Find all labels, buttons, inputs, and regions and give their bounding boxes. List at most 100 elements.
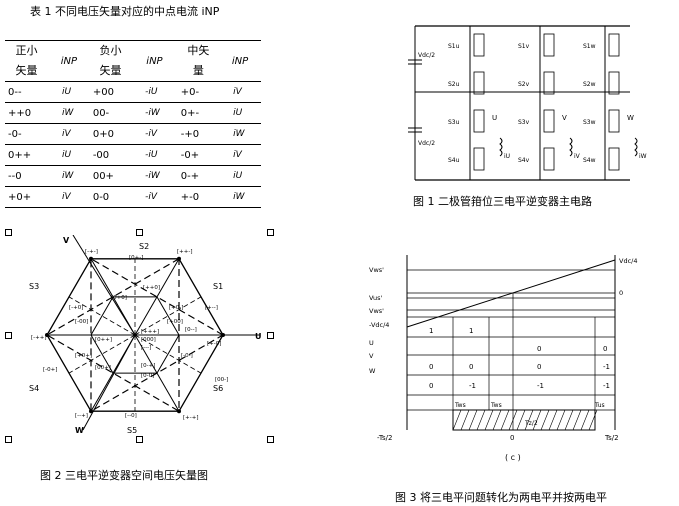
switch-label: S2w [583, 81, 596, 88]
switch-label: S4w [583, 157, 596, 164]
fig1-caption: 图 1 二极管箝位三电平逆变器主电路 [413, 195, 592, 208]
v-state: 0 [537, 363, 541, 371]
igbt-switch [608, 147, 620, 171]
u-state: 1 [429, 327, 433, 335]
table-cell: iU [219, 165, 261, 187]
tws-label-2: Tws [490, 402, 502, 409]
axis-w-label: W [75, 426, 84, 435]
w-state: -1 [469, 382, 476, 390]
v-state: 0 [429, 363, 433, 371]
vector-label: [+--] [205, 305, 218, 311]
table-cell: iW [47, 102, 90, 124]
table-cell: -iV [131, 186, 178, 208]
phase-label: U [492, 114, 497, 122]
table-cell: 0+- [177, 102, 220, 124]
fig2-handle-ml[interactable] [5, 332, 12, 339]
sector-label: S2 [139, 242, 149, 251]
vector-label: [++0] [143, 285, 160, 291]
igbt-switch [543, 71, 555, 95]
mid-vector [68, 334, 136, 374]
tus-label: Tus [594, 402, 605, 409]
vector-label: [-+-] [85, 249, 98, 255]
table-cell: iW [47, 165, 90, 187]
current-label: iU [504, 153, 510, 160]
vector-label: [---] [141, 345, 151, 351]
carrier-ramp [406, 259, 616, 328]
vector-label: [-0-] [181, 353, 193, 359]
table-cell: 0-- [5, 81, 48, 103]
igbt-switch [473, 109, 485, 133]
table-cell: iV [219, 81, 261, 103]
current-label: iW [639, 153, 647, 160]
header-inp-3: iNP [219, 40, 261, 82]
igbt-switch [608, 33, 620, 57]
fig2-handle-bl[interactable] [5, 436, 12, 443]
fig2-space-vector: UVWS1S2S3S4S5S6[-+-][0+-][++-][++0][+0-]… [29, 235, 262, 435]
v-state: -1 [603, 363, 610, 371]
vdc-bot-label: Vdc/2 [418, 140, 435, 147]
w-state: 0 [429, 382, 433, 390]
left-label: U [369, 339, 374, 347]
vector-label: [-00] [75, 319, 88, 325]
right-label-vdc: Vdc/4 [619, 257, 637, 265]
vector-label: [0+0] [111, 295, 127, 301]
table-cell: iV [47, 123, 90, 145]
switch-label: S1u [448, 43, 460, 50]
fig2-handle-br[interactable] [267, 436, 274, 443]
table-row: 0++iU-00-iU-0+iV [5, 144, 261, 166]
left-label: Vws' [369, 266, 384, 274]
vector-label: [-0+] [43, 367, 57, 373]
vertex-dot [45, 333, 49, 337]
table-cell: 0-+ [177, 165, 220, 187]
vector-label: [-++] [31, 335, 47, 341]
sub-label: ( c ) [505, 453, 521, 462]
igbt-switch [543, 147, 555, 171]
vector-label: [+++] [141, 329, 159, 335]
vector-label: [+0+] [75, 353, 92, 359]
tws-label: Tws [454, 402, 466, 409]
x-label-zero: 0 [510, 434, 514, 442]
v-state: 0 [469, 363, 473, 371]
table-cell: iW [219, 186, 261, 208]
table-cell: --0 [5, 165, 48, 187]
inductor [499, 137, 503, 157]
u-state: 1 [469, 327, 473, 335]
fig2-handle-bc[interactable] [136, 436, 143, 443]
vector-label: [+00] [167, 319, 183, 325]
table-caption: 表 1 不同电压矢量对应的中点电流 iNP [30, 5, 220, 18]
switch-label: S4v [518, 157, 530, 164]
table-cell: iU [219, 102, 261, 124]
vector-label: [++-] [177, 249, 193, 255]
table-cell: 00+ [89, 165, 132, 187]
table-cell: -0- [5, 123, 48, 145]
current-label: iV [574, 153, 581, 160]
fig2-caption: 图 2 三电平逆变器空间电压矢量图 [40, 469, 208, 482]
fig2-handle-tc[interactable] [136, 229, 143, 236]
fig2-handle-mr[interactable] [267, 332, 274, 339]
vector-label: [0+-] [129, 255, 143, 261]
fig2-handle-tl[interactable] [5, 229, 12, 236]
igbt-switch [543, 109, 555, 133]
header-inp-2: iNP [131, 40, 178, 82]
mid-vector [134, 334, 202, 374]
w-state: -1 [603, 382, 610, 390]
inductor [634, 137, 638, 157]
table-cell: +-0 [177, 186, 220, 208]
u-state: 0 [603, 345, 607, 353]
u-state: 0 [537, 345, 541, 353]
switch-label: S1v [518, 43, 530, 50]
sector-label: S3 [29, 282, 39, 291]
igbt-switch [473, 33, 485, 57]
hatched-zone [452, 409, 596, 431]
vector-label: [-+0] [69, 305, 83, 311]
igbt-switch [473, 71, 485, 95]
switch-label: S3w [583, 119, 596, 126]
table-cell: +00 [89, 81, 132, 103]
fig2-handle-tr[interactable] [267, 229, 274, 236]
fig1-circuit: Vdc/2 Vdc/2 S1uS2uS3uS4uUiUS1vS2vS3vS4vV… [408, 25, 647, 181]
x-label-pos: Ts/2 [604, 434, 619, 442]
axis-w [82, 334, 136, 431]
